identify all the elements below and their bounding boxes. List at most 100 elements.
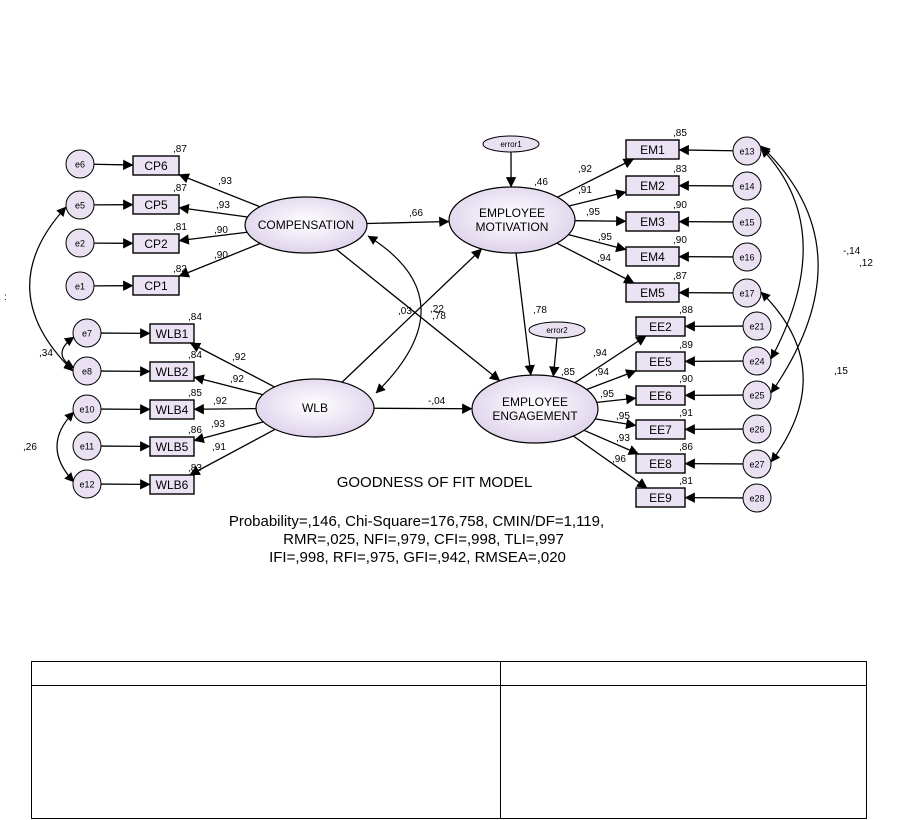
loading-arrow — [596, 394, 637, 405]
latent-mot — [448, 186, 576, 254]
latent-eng — [471, 374, 599, 444]
r2-label: ,85 — [188, 388, 202, 399]
correlation-e5-e8 — [29, 206, 74, 372]
loading-label: ,93 — [216, 200, 230, 211]
latent-label: MOTIVATION — [476, 220, 549, 234]
coefficient-labels: ,93,93,90,90,92,92,92,93,91,92,91,95,95,… — [4, 164, 873, 465]
path-label: ,03 — [398, 306, 412, 317]
r2-label: ,86 — [679, 442, 693, 453]
indicator-WLB2 — [149, 361, 195, 382]
indicator-label: CP1 — [144, 279, 168, 293]
correlation-e13-e25 — [760, 145, 819, 394]
path-mot-eng — [515, 252, 535, 376]
error-e13 — [732, 136, 762, 166]
loading-arrow — [189, 342, 275, 388]
r2-label: ,87 — [673, 271, 687, 282]
latent-comp — [244, 196, 368, 254]
loading-arrow — [574, 335, 647, 384]
sem-diagram: COMPENSATIONWLBEMPLOYEEMOTIVATIONEMPLOYE… — [4, 128, 873, 513]
error-label: e12 — [79, 480, 94, 490]
indicator-CP1 — [132, 275, 180, 296]
latent-label: WLB — [302, 401, 328, 415]
error-label: e5 — [75, 201, 85, 211]
loading-arrow — [193, 403, 257, 415]
loading-label: ,93 — [211, 419, 225, 430]
disturbance-error1 — [482, 135, 540, 153]
loading-label: ,91 — [578, 185, 592, 196]
correlation-label: : — [4, 292, 7, 303]
loading-label: ,92 — [578, 164, 592, 175]
loading-arrow — [178, 231, 248, 245]
indicator-CP5 — [132, 194, 180, 215]
error-label: e2 — [75, 239, 85, 249]
r2-label: ,86 — [188, 425, 202, 436]
diagram-nodes: COMPENSATIONWLBEMPLOYEEMOTIVATIONEMPLOYE… — [65, 128, 772, 513]
table-cell — [500, 685, 867, 819]
r2-label: ,84 — [188, 350, 202, 361]
loading-arrow — [189, 428, 276, 476]
loading-arrow — [574, 215, 627, 227]
error-arrow — [93, 159, 134, 171]
error-e10 — [72, 394, 102, 424]
fit-title: GOODNESS OF FIT MODEL — [336, 474, 533, 491]
r2-label: ,89 — [679, 340, 693, 351]
correlation-e17-e27 — [760, 291, 804, 463]
loading-label: ,95 — [600, 389, 614, 400]
error-e5 — [65, 190, 95, 220]
r2-label: ,90 — [673, 200, 687, 211]
error-label: e7 — [82, 329, 92, 339]
error-e15 — [732, 207, 762, 237]
table-cell — [31, 685, 501, 819]
correlation-label: ,15 — [834, 366, 848, 377]
indicator-EE7 — [635, 419, 686, 440]
loading-arrow — [556, 242, 635, 284]
loading-label: ,95 — [598, 232, 612, 243]
error-label: e28 — [749, 494, 764, 504]
path-wlb-mot — [341, 248, 483, 383]
loading-label: ,93 — [616, 433, 630, 444]
loading-label: ,95 — [616, 411, 630, 422]
loading-arrow — [568, 234, 627, 253]
correlation-e10-e12 — [56, 411, 75, 483]
correlation-label: ,34 — [39, 348, 53, 359]
error-e7 — [72, 318, 102, 348]
loading-label: ,94 — [597, 253, 611, 264]
error-label: e10 — [79, 405, 94, 415]
r2-label: ,90 — [679, 374, 693, 385]
loading-arrow — [178, 173, 261, 208]
loading-arrow — [572, 435, 648, 489]
indicator-EM5 — [625, 282, 680, 303]
latent-label: COMPENSATION — [258, 218, 354, 232]
correlation-e7-e8 — [61, 336, 75, 369]
indicator-label: EM3 — [640, 215, 665, 229]
error-e6 — [65, 149, 95, 179]
indicator-label: EE5 — [649, 355, 672, 369]
indicator-label: EM1 — [640, 143, 665, 157]
indicator-CP2 — [132, 233, 180, 254]
latent-label: EMPLOYEE — [502, 395, 568, 409]
loading-label: ,96 — [612, 454, 626, 465]
indicator-label: EE6 — [649, 389, 672, 403]
indicator-label: CP2 — [144, 237, 168, 251]
disturbance-arrow — [549, 337, 560, 377]
error-e24 — [742, 346, 772, 376]
error-label: e16 — [739, 253, 754, 263]
path-label: ,78 — [533, 305, 547, 316]
error-e17 — [732, 278, 762, 308]
r2-label: ,90 — [673, 235, 687, 246]
path-comp-mot — [366, 216, 450, 227]
error-label: e6 — [75, 160, 85, 170]
r2-label: ,87 — [173, 144, 187, 155]
loading-arrow — [193, 421, 264, 444]
error-e21 — [742, 311, 772, 341]
path-lines — [29, 144, 819, 503]
error-label: e17 — [739, 289, 754, 299]
indicator-EM4 — [625, 246, 680, 267]
error-label: e24 — [749, 357, 764, 367]
error-label: e15 — [739, 218, 754, 228]
loading-label: ,92 — [213, 396, 227, 407]
error-label: e1 — [75, 282, 85, 292]
indicator-EM1 — [625, 139, 680, 160]
error-label: e21 — [749, 322, 764, 332]
loading-arrow — [586, 369, 637, 391]
